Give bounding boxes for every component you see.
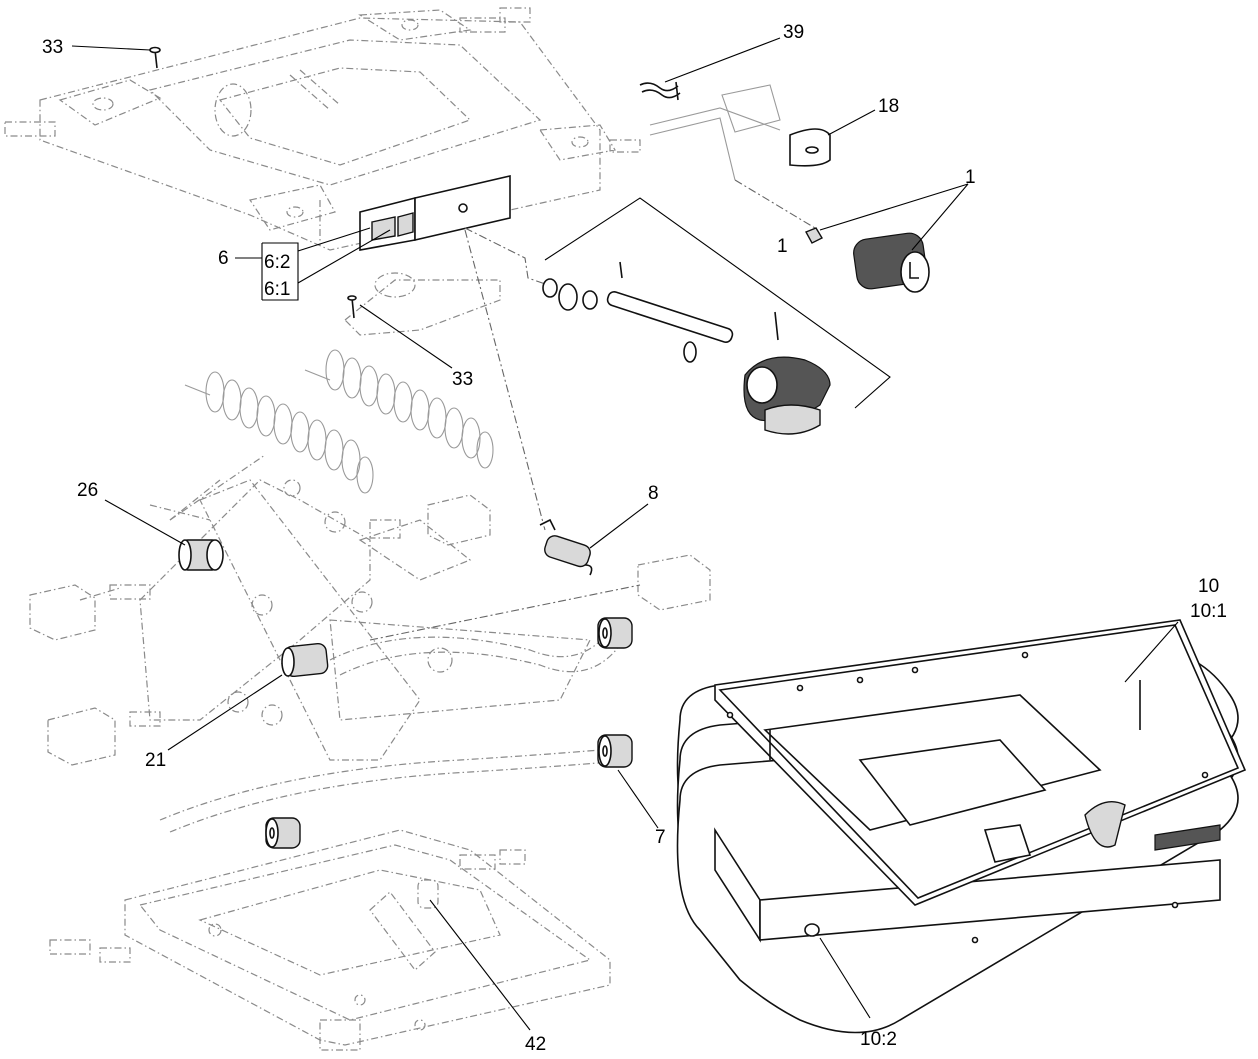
callout-42: 42 (525, 1034, 546, 1055)
roller-top-right (597, 617, 633, 649)
cap-18 (789, 128, 831, 167)
top-mounting-plate (4, 7, 641, 251)
adjustment-shaft-assembly (464, 197, 891, 435)
callout-6-2: 6:2 (264, 252, 290, 273)
bellows-cover-10 (676, 619, 1247, 1034)
base-plate (49, 829, 611, 1051)
suspension-springs (184, 349, 494, 494)
callout-10: 10 (1198, 576, 1219, 597)
return-spring-8 (464, 229, 593, 576)
callout-18: 18 (878, 96, 899, 117)
roller-7 (597, 734, 633, 768)
callout-labels: 33 39 18 1 1 6 6:2 6:1 33 26 8 10 10:1 2… (42, 22, 1227, 1055)
callout-7: 7 (655, 827, 666, 848)
callout-6: 6 (218, 248, 229, 269)
guide-blocks (29, 494, 711, 766)
height-adjust-bracket (359, 174, 511, 251)
callout-6-1: 6:1 (264, 279, 290, 300)
roller-bottom-left (265, 817, 301, 849)
callout-33-top: 33 (42, 37, 63, 58)
rollers (265, 617, 633, 849)
callout-10-1: 10:1 (1190, 601, 1227, 622)
pin-33-top (149, 46, 161, 69)
callout-26: 26 (77, 480, 98, 501)
knob-1 (805, 227, 930, 293)
callout-21: 21 (145, 750, 166, 771)
callout-8: 8 (648, 483, 659, 504)
callout-39: 39 (783, 22, 804, 43)
callout-1-shaft: 1 (777, 236, 788, 257)
callout-1-knob: 1 (965, 167, 976, 188)
lower-latch-plate (344, 272, 501, 336)
roller-21 (281, 642, 329, 678)
bushing-26 (178, 539, 224, 571)
callout-33-bottom: 33 (452, 369, 473, 390)
callout-10-2: 10:2 (860, 1029, 897, 1050)
lever-rod-39 (639, 81, 816, 229)
scissor-mechanism (79, 454, 621, 833)
leader-lines (71, 37, 1179, 1031)
